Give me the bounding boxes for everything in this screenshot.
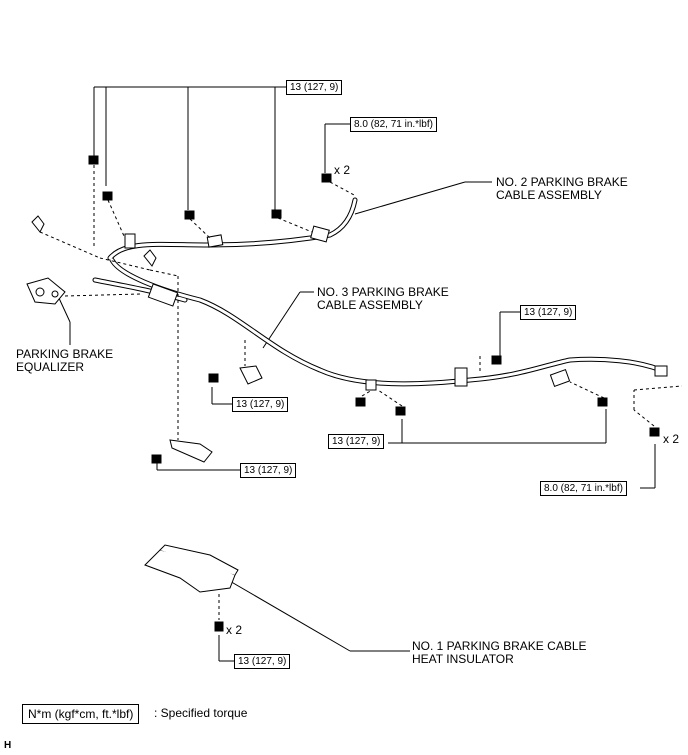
torque-callout-bottom-right: 8.0 (82, 71 in.*lbf) <box>540 481 627 496</box>
part-label-no2-cable: NO. 2 PARKING BRAKE CABLE ASSEMBLY <box>496 175 628 202</box>
part-label-heat-insulator: NO. 1 PARKING BRAKE CABLE HEAT INSULATOR <box>412 639 587 666</box>
bolt-count-insulator: x 2 <box>226 623 243 637</box>
part-label-no3-cable: NO. 3 PARKING BRAKE CABLE ASSEMBLY <box>317 285 449 312</box>
part-label-equalizer: PARKING BRAKE EQUALIZER <box>16 347 114 374</box>
torque-callout-insulator: 13 (127, 9) <box>234 654 291 669</box>
figure-corner-mark: H <box>4 740 12 751</box>
torque-callout-left: 13 (127, 9) <box>232 397 289 412</box>
legend-unit-box: N*m (kgf*cm, ft.*lbf) <box>22 704 140 724</box>
torque-callout-top-right: 8.0 (82, 71 in.*lbf) <box>350 117 437 132</box>
bolt-count-right: x 2 <box>663 432 680 446</box>
torque-callout-lower-left: 13 (127, 9) <box>240 463 297 478</box>
legend-description: : Specified torque <box>154 706 248 720</box>
bolt-count-top: x 2 <box>334 163 351 177</box>
torque-callout-top: 13 (127, 9) <box>286 80 343 95</box>
torque-callout-right: 13 (127, 9) <box>520 305 577 320</box>
torque-callout-middle: 13 (127, 9) <box>328 434 385 449</box>
